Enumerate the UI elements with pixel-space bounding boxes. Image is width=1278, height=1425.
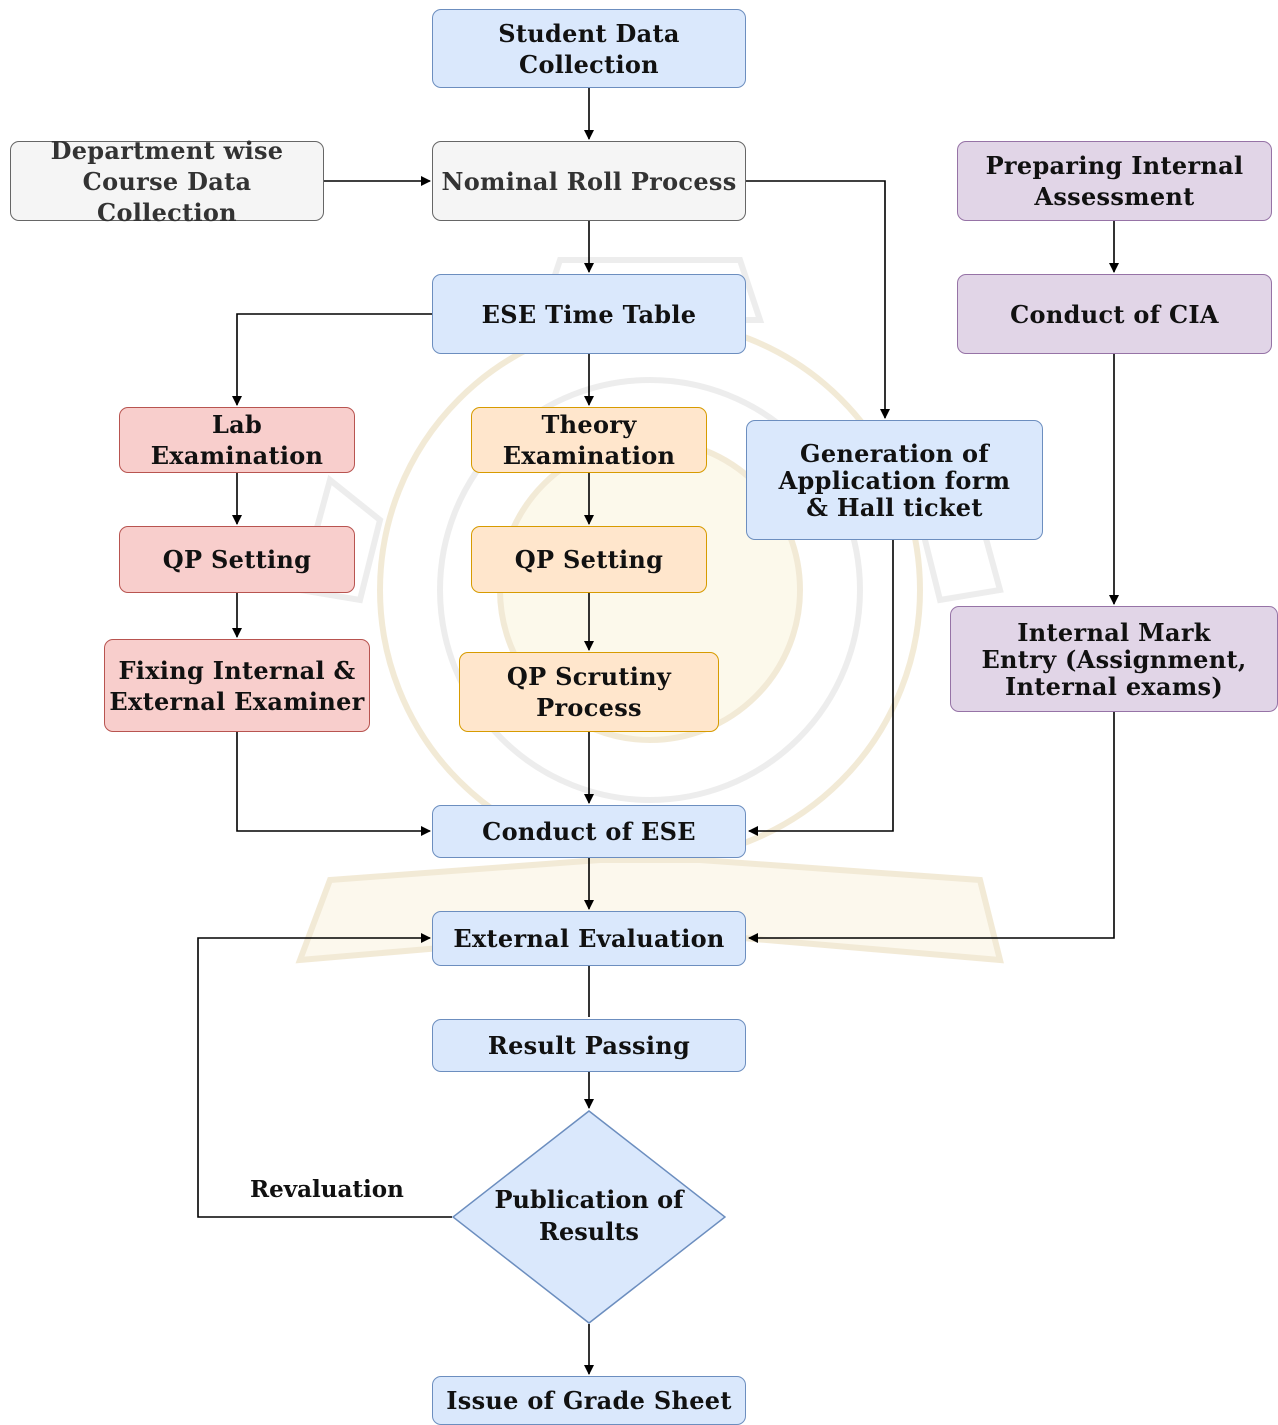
- node-department-course-data: Department wise Course Data Collection: [10, 136, 324, 227]
- node-issue-of-grade-sheet: Issue of Grade Sheet: [432, 1376, 746, 1425]
- node-internal-mark-entry: Internal Mark Entry (Assignment, Interna…: [950, 606, 1278, 712]
- node-qp-setting-theory: QP Setting: [471, 526, 707, 593]
- edge-internal-mark-to-external: [748, 712, 1115, 943]
- edge-revaluation-loop: [197, 933, 452, 1218]
- node-preparing-internal-assessment: Preparing Internal Assessment: [957, 141, 1272, 221]
- node-conduct-of-ese: Conduct of ESE: [432, 805, 746, 858]
- edge-fixing-to-conduct-ese: [236, 732, 431, 836]
- node-lab-examination: Lab Examination: [119, 407, 355, 473]
- publication-label: Publication of Results: [494, 1185, 684, 1246]
- node-fixing-examiners: Fixing Internal & External Examiner: [104, 639, 370, 732]
- node-ese-time-table: ESE Time Table: [432, 274, 746, 354]
- node-conduct-of-cia: Conduct of CIA: [957, 274, 1272, 354]
- node-qp-scrutiny-process: QP Scrutiny Process: [459, 652, 719, 732]
- node-application-form-hall-ticket: Generation of Application form & Hall ti…: [746, 420, 1043, 540]
- edge-ese-timetable-to-lab: [232, 313, 432, 406]
- edge-nominal-to-application: [746, 180, 890, 419]
- node-result-passing: Result Passing: [432, 1019, 746, 1072]
- node-nominal-roll-process: Nominal Roll Process: [432, 141, 746, 221]
- node-theory-examination: Theory Examination: [471, 407, 707, 473]
- node-external-evaluation: External Evaluation: [432, 911, 746, 966]
- revaluation-label: Revaluation: [250, 1176, 404, 1203]
- node-publication-of-results: [452, 1110, 726, 1324]
- node-qp-setting-lab: QP Setting: [119, 526, 355, 593]
- edge-application-to-conduct-ese: [748, 540, 894, 836]
- node-student-data-collection: Student Data Collection: [432, 9, 746, 88]
